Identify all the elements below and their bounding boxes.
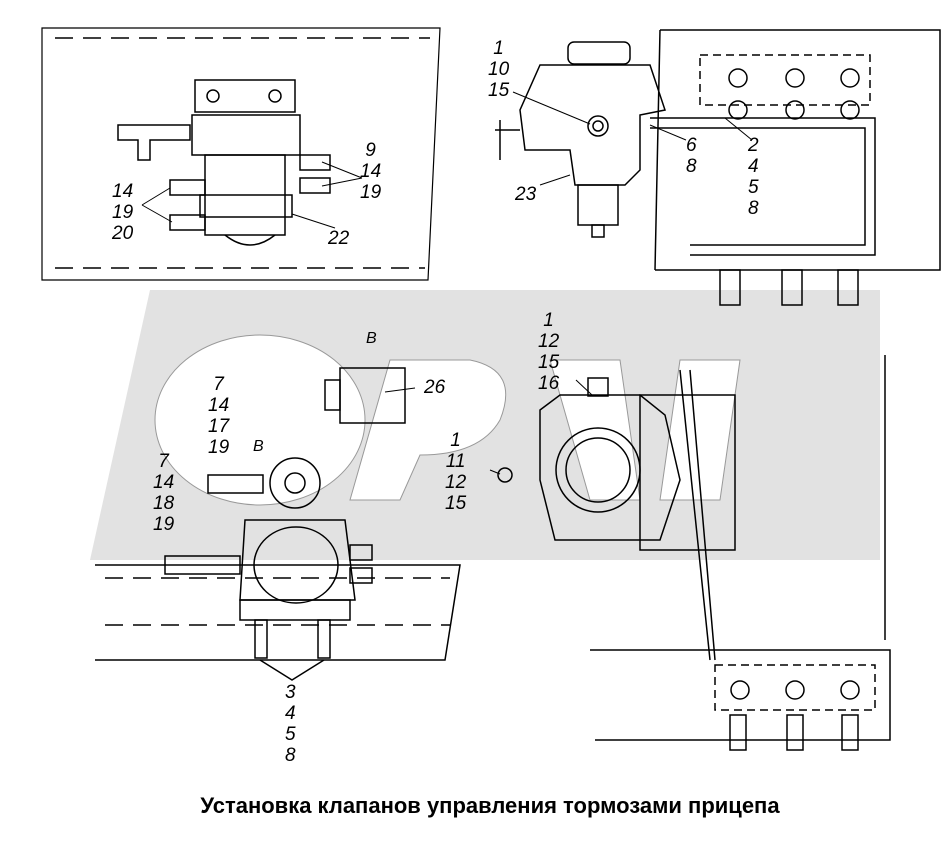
callout-label: 8 xyxy=(285,745,296,766)
callout-label: 4 xyxy=(748,156,759,177)
callout-label: 4 xyxy=(285,703,296,724)
view-b-title: В xyxy=(366,330,377,347)
callout-top-right-mid: 6 8 xyxy=(686,135,697,177)
callout-label: 1 xyxy=(493,38,504,59)
callout-label: 20 xyxy=(112,223,134,244)
callout-label: 15 xyxy=(538,352,560,373)
callout-label: 12 xyxy=(445,472,467,493)
valve-middle-left xyxy=(95,367,461,681)
callout-label: 17 xyxy=(208,416,230,437)
callout-label: 14 xyxy=(153,472,175,493)
callout-label: 15 xyxy=(488,80,510,101)
callout-label: 1 xyxy=(543,310,554,331)
callout-label: 7 xyxy=(158,451,169,472)
callout-top-left-left: 14 19 20 xyxy=(112,181,133,244)
callout-label: 15 xyxy=(445,493,467,514)
drawing-title: Установка клапанов управления тормозами … xyxy=(200,793,780,818)
callout-label: 7 xyxy=(213,374,224,395)
callout-label: 19 xyxy=(360,182,382,203)
callout-label: 10 xyxy=(488,59,510,80)
frame-top-left xyxy=(41,27,441,281)
callout-label: 5 xyxy=(748,177,759,198)
callout-label: 1 xyxy=(450,430,461,451)
callout-label: 14 xyxy=(112,181,134,202)
callout-mid-left-upper: 7 14 17 19 xyxy=(208,374,229,458)
callout-top-left-bottom: 22 xyxy=(328,228,349,249)
callout-top-right-bottom: 23 xyxy=(515,184,536,205)
callout-label: 5 xyxy=(285,724,296,745)
callout-top-right-side: 2 4 5 8 xyxy=(748,135,759,219)
callout-label: 16 xyxy=(538,373,560,394)
callout-label: 2 xyxy=(748,135,759,156)
leader-lines xyxy=(141,91,753,475)
callout-mid-left-lower: 7 14 18 19 xyxy=(153,451,174,535)
view-b-marker: В xyxy=(253,438,264,455)
callout-mid-right-left: 1 11 12 15 xyxy=(445,430,466,514)
callout-label: 19 xyxy=(153,514,175,535)
callout-label: 23 xyxy=(515,184,537,205)
callout-mid-right-upper: 1 12 15 16 xyxy=(538,310,559,394)
callout-view-b: 26 xyxy=(424,377,445,398)
callout-label: 14 xyxy=(208,395,230,416)
callout-label: 11 xyxy=(445,451,466,472)
callout-label: 19 xyxy=(208,437,230,458)
callout-label: 26 xyxy=(424,377,446,398)
callout-label: 6 xyxy=(686,135,697,156)
callout-label: 3 xyxy=(285,682,296,703)
callout-label: 8 xyxy=(686,156,697,177)
callout-label: 19 xyxy=(112,202,134,223)
callout-label: 9 xyxy=(365,140,376,161)
callout-label: 18 xyxy=(153,493,175,514)
callout-label: 22 xyxy=(328,228,350,249)
callout-bottom: 3 4 5 8 xyxy=(285,682,296,766)
callout-top-left-right: 9 14 19 xyxy=(360,140,381,203)
valve-middle-right xyxy=(497,355,891,751)
frame-top-right xyxy=(495,29,941,306)
callout-top-right-valve: 1 10 15 xyxy=(488,38,509,101)
callout-label: 12 xyxy=(538,331,560,352)
callout-label: 14 xyxy=(360,161,382,182)
callout-label: 8 xyxy=(748,198,759,219)
